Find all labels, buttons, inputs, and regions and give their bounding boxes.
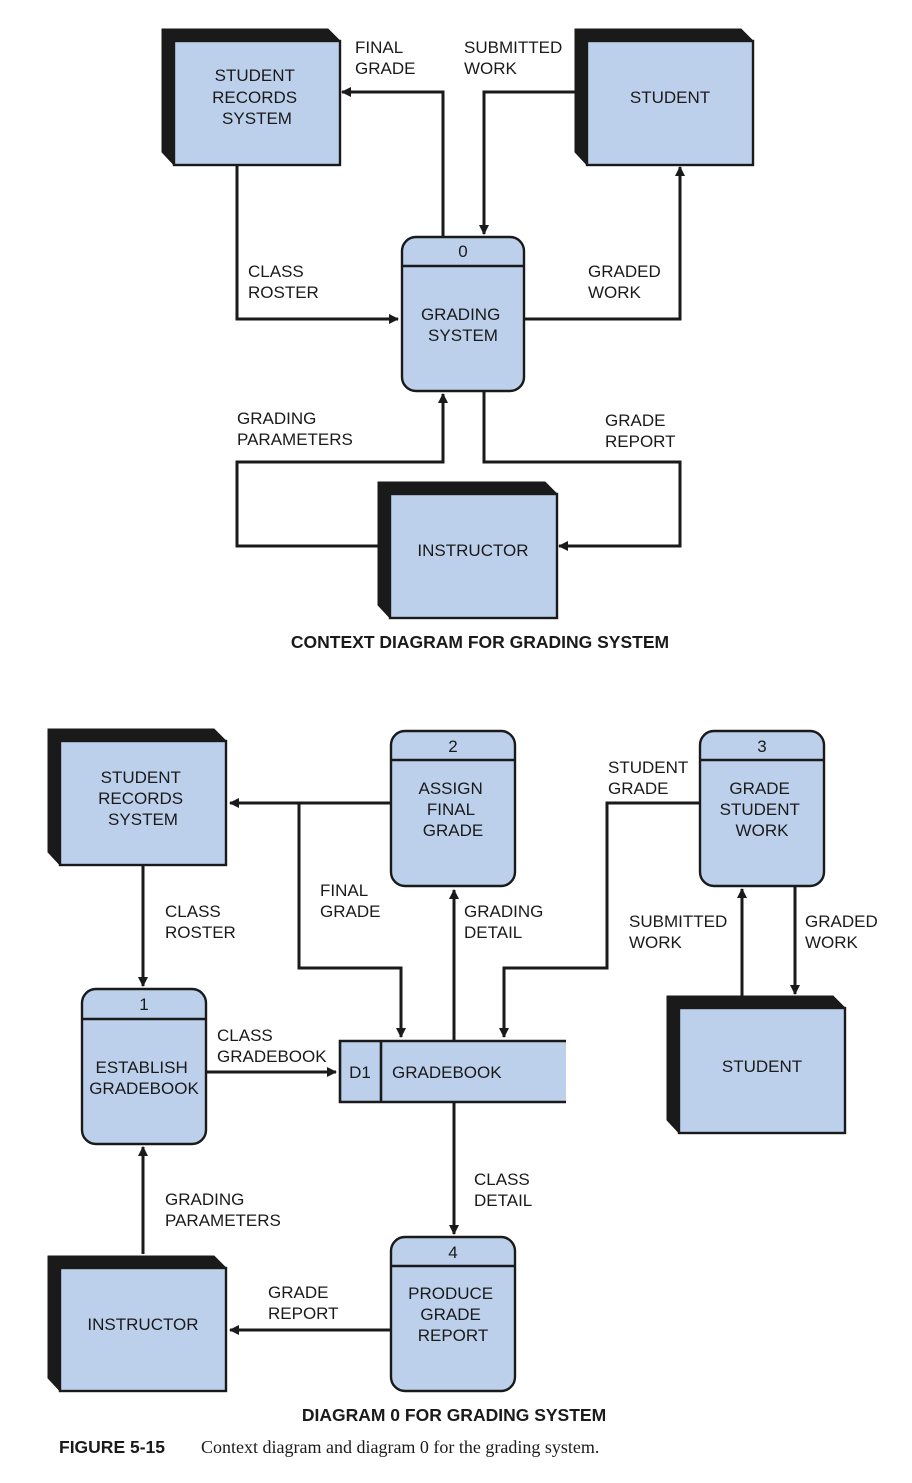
- process-label: ESTABLISH GRADEBOOK: [89, 1058, 199, 1098]
- process-label: PRODUCE GRADE REPORT: [408, 1284, 498, 1345]
- flow-label-class-detail: CLASS DETAIL: [474, 1170, 534, 1210]
- figure-number: FIGURE 5-15: [59, 1437, 165, 1457]
- entity-label: STUDENT RECORDS SYSTEM: [98, 768, 188, 829]
- diagram0-entity-instructor: INSTRUCTOR: [47, 1255, 228, 1393]
- flow-label-grading-parameters: GRADING PARAMETERS: [237, 409, 353, 449]
- entity-face: [58, 739, 228, 867]
- process-box: [389, 1235, 517, 1393]
- diagram0-entity-student-records-system: STUDENT RECORDS SYSTEM: [47, 728, 228, 867]
- flow-label-final-grade: FINAL GRADE: [320, 881, 380, 921]
- flow-line-submitted-work: [479, 90, 575, 235]
- figure-caption: FIGURE 5-15 Context diagram and diagram …: [59, 1437, 599, 1457]
- context-entity-student: STUDENT: [574, 28, 755, 167]
- process-number: 1: [139, 995, 148, 1014]
- diagram-0: STUDENT RECORDS SYSTEM STUDENT INSTRUCTO…: [47, 728, 882, 1425]
- data-store-d1-gradebook: D1 GRADEBOOK: [338, 1039, 566, 1104]
- flow-label-graded-work: GRADED WORK: [588, 262, 665, 302]
- process-label: GRADING SYSTEM: [421, 305, 505, 345]
- flow-line-grade-report: [482, 392, 682, 551]
- data-store-label: GRADEBOOK: [392, 1063, 502, 1082]
- data-store-id: D1: [349, 1063, 371, 1082]
- process-box: [80, 987, 208, 1146]
- context-process-grading-system: 0 GRADING SYSTEM: [400, 235, 526, 393]
- entity-face: [58, 1266, 228, 1393]
- process-number: 3: [757, 737, 766, 756]
- entity-label: STUDENT: [630, 88, 710, 107]
- data-store-outline: [338, 1039, 566, 1104]
- flow-label-grading-detail: GRADING DETAIL: [464, 902, 548, 942]
- flow-label-graded-work: GRADED WORK: [805, 912, 882, 952]
- figure-caption-text: Context diagram and diagram 0 for the gr…: [201, 1437, 599, 1457]
- flow-label-student-grade: STUDENT GRADE: [608, 758, 693, 798]
- context-flow-lines: [235, 87, 685, 551]
- diagram0-title: DIAGRAM 0 FOR GRADING SYSTEM: [302, 1405, 606, 1425]
- entity-label: STUDENT: [722, 1057, 802, 1076]
- process-box: [389, 729, 517, 888]
- flow-label-class-roster: CLASS ROSTER: [248, 262, 319, 302]
- flow-label-grading-parameters: GRADING PARAMETERS: [165, 1190, 281, 1230]
- process-2-assign-final-grade: 2 ASSIGN FINAL GRADE: [389, 729, 517, 888]
- data-store-fill: [340, 1041, 566, 1102]
- process-1-establish-gradebook: 1 ESTABLISH GRADEBOOK: [80, 987, 208, 1146]
- context-entity-instructor: INSTRUCTOR: [377, 481, 559, 620]
- process-3-grade-student-work: 3 GRADE STUDENT WORK: [698, 729, 826, 888]
- flow-label-grade-report: GRADE REPORT: [605, 411, 676, 451]
- flow-line-student-grade: [499, 801, 700, 1038]
- process-number: 2: [448, 737, 457, 756]
- flow-line-class-roster: [235, 165, 399, 324]
- context-diagram-title: CONTEXT DIAGRAM FOR GRADING SYSTEM: [291, 632, 669, 652]
- flow-line-grading-parameters: [235, 393, 448, 548]
- entity-face: [585, 39, 755, 167]
- process-number: 0: [458, 242, 467, 261]
- flow-label-submitted-work: SUBMITTED WORK: [629, 912, 732, 952]
- process-box: [400, 235, 526, 393]
- process-label: GRADE STUDENT WORK: [720, 779, 805, 840]
- process-4-produce-grade-report: 4 PRODUCE GRADE REPORT: [389, 1235, 517, 1393]
- flow-label-grade-report: GRADE REPORT: [268, 1283, 339, 1323]
- context-diagram: STUDENT RECORDS SYSTEM STUDENT INSTRUCTO…: [161, 28, 755, 652]
- diagram0-entity-student: STUDENT: [666, 995, 847, 1135]
- entity-face: [677, 1006, 847, 1135]
- flow-line-final-grade: [341, 87, 445, 236]
- entity-label: INSTRUCTOR: [87, 1315, 198, 1334]
- process-label: ASSIGN FINAL GRADE: [419, 779, 488, 840]
- flow-line-graded-work: [525, 166, 685, 321]
- flow-label-class-roster: CLASS ROSTER: [165, 902, 236, 942]
- flow-label-final-grade: FINAL GRADE: [355, 38, 415, 78]
- entity-label: INSTRUCTOR: [417, 541, 528, 560]
- diagram0-flow-lines: [138, 798, 800, 1335]
- process-box: [698, 729, 826, 888]
- flow-label-class-gradebook: CLASS GRADEBOOK: [217, 1026, 327, 1066]
- context-entity-student-records-system: STUDENT RECORDS SYSTEM: [161, 28, 342, 167]
- flow-line-final-grade-to-store: [297, 803, 406, 1038]
- entity-face: [172, 39, 342, 167]
- flow-label-submitted-work: SUBMITTED WORK: [464, 38, 567, 78]
- entity-face: [388, 492, 559, 620]
- process-number: 4: [448, 1243, 457, 1262]
- entity-label: STUDENT RECORDS SYSTEM: [212, 66, 302, 128]
